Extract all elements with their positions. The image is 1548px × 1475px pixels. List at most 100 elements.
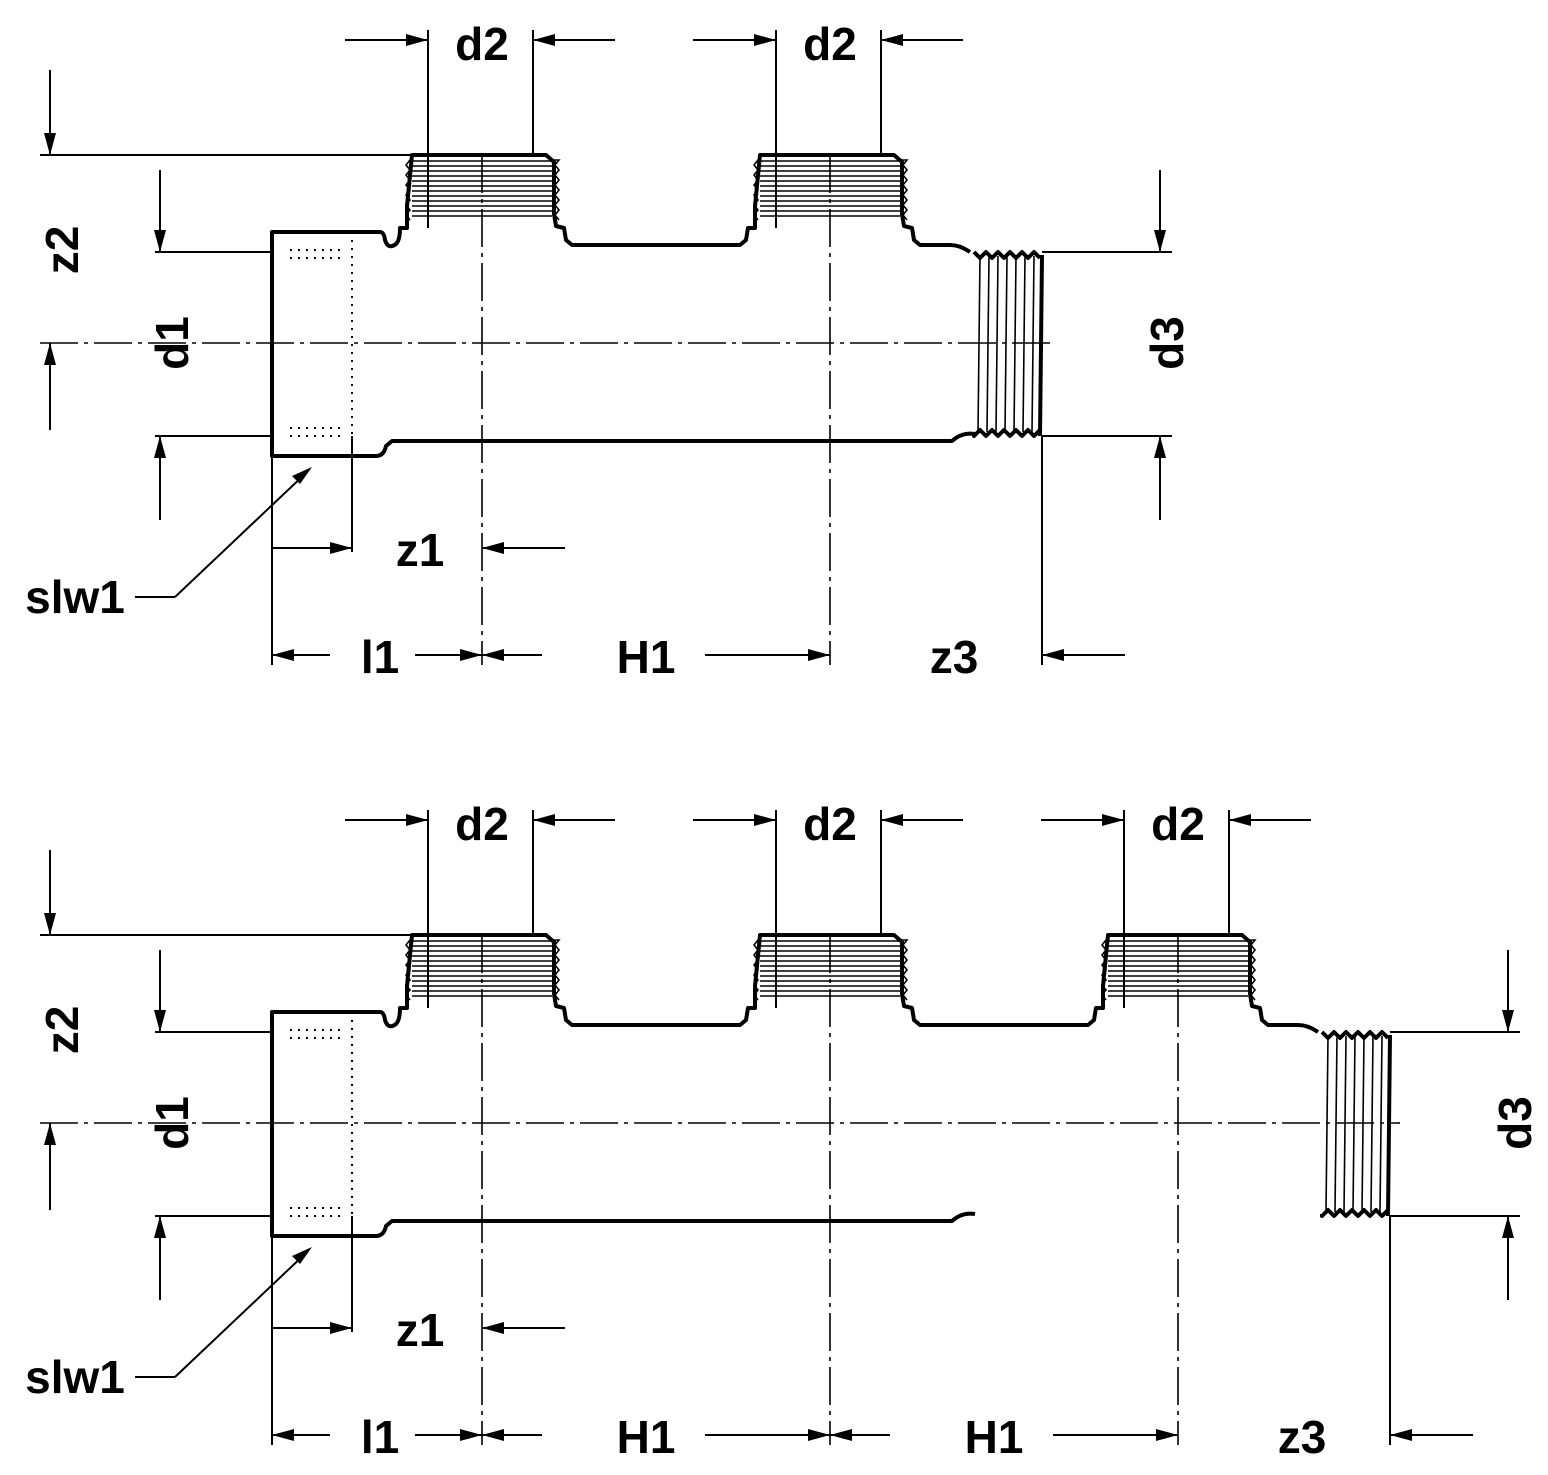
thread-profile [972,250,1042,260]
arrowhead-icon [272,649,294,661]
leader-line [174,472,307,598]
thread-profile [1100,939,1108,1001]
thread-line [1370,1035,1374,1213]
label-d3: d3 [1489,1096,1541,1150]
arrowhead-icon [1154,436,1166,458]
arrowhead-icon [460,649,482,661]
label-slw1: slw1 [25,571,125,623]
arrowhead-icon [1229,814,1251,826]
label-d2: d2 [455,18,509,70]
manifold-3-outlets: d2 d2 d2 z2 d1 d3 z1 slw1 l1 H1 H1 z3 [25,798,1541,1463]
arrowhead-icon [1102,814,1124,826]
arrowhead-icon [830,1429,852,1441]
label-z3: z3 [930,631,979,683]
arrowhead-icon [533,814,555,826]
label-H1: H1 [617,631,676,683]
thread-profile [752,159,760,221]
thread-line [1004,255,1008,433]
arrowhead-icon [44,133,56,155]
thread-profile [972,428,1042,438]
label-z1: z1 [396,524,445,576]
label-d2: d2 [803,18,857,70]
outlet-end-thread [1320,1030,1392,1218]
thread-line [1361,1035,1365,1213]
arrowhead-icon [154,230,166,252]
label-d3: d3 [1141,316,1193,370]
arrowhead-icon [808,649,830,661]
arrowhead-icon [754,814,776,826]
label-d1: d1 [146,1096,198,1150]
label-slw1: slw1 [25,1351,125,1403]
arrowhead-icon [881,34,903,46]
thread-line [1325,1035,1329,1213]
arrowhead-icon [754,34,776,46]
label-z2: z2 [36,1006,88,1055]
label-d2: d2 [455,798,509,850]
thread-profile [1320,1030,1390,1040]
thread-profile [1248,939,1257,1001]
label-d2: d2 [803,798,857,850]
thread-line [1022,255,1026,433]
arrowhead-icon [1502,1010,1514,1032]
thread-line [1031,255,1035,433]
label-d1: d1 [146,316,198,370]
arrowhead-icon [154,1010,166,1032]
manifold-2-outlets: d2 d2 z2 d1 d3 z1 slw1 l1 H1 z3 [25,18,1193,683]
label-H1: H1 [617,1411,676,1463]
thread-line [986,255,990,433]
thread-profile [752,939,760,1001]
thread-line [1334,1035,1338,1213]
thread-line [977,255,981,433]
arrowhead-icon [1390,1429,1412,1441]
outlet-end-thread [972,250,1044,438]
arrowhead-icon [881,814,903,826]
arrowhead-icon [482,649,504,661]
arrowhead-icon [406,814,428,826]
thread-line [995,255,999,433]
arrowhead-icon [44,343,56,365]
thread-end [1386,1034,1392,1217]
leader-line [174,1252,307,1378]
body-top-outline [379,153,972,254]
arrowhead-icon [406,34,428,46]
arrowhead-icon [1156,1429,1178,1441]
label-z3: z3 [1278,1411,1327,1463]
arrowhead-icon [154,1216,166,1238]
arrowhead-icon [1154,230,1166,252]
socket-outline [270,1010,976,1238]
arrowhead-icon [330,1322,352,1334]
thread-profile [404,939,412,1001]
arrowhead-icon [482,1429,504,1441]
thread-line [1379,1035,1383,1213]
thread-profile [900,159,909,221]
body-top-outline [379,933,1320,1034]
label-l1: l1 [361,631,399,683]
thread-profile [552,159,561,221]
thread-line [1343,1035,1347,1213]
thread-profile [1320,1208,1390,1218]
arrowhead-icon [460,1429,482,1441]
label-z2: z2 [36,226,88,275]
arrowhead-icon [44,913,56,935]
thread-profile [404,159,412,221]
label-z1: z1 [396,1304,445,1356]
arrowhead-icon [1042,649,1064,661]
arrowhead-icon [1502,1216,1514,1238]
arrowhead-icon [533,34,555,46]
arrowhead-icon [292,1247,312,1264]
arrowhead-icon [482,542,504,554]
thread-profile [552,939,561,1001]
arrowhead-icon [292,467,312,484]
label-l1: l1 [361,1411,399,1463]
arrowhead-icon [154,436,166,458]
thread-profile [900,939,909,1001]
thread-end [1038,254,1044,437]
arrowhead-icon [44,1123,56,1145]
label-H1: H1 [965,1411,1024,1463]
arrowhead-icon [482,1322,504,1334]
arrowhead-icon [272,1429,294,1441]
thread-line [1352,1035,1356,1213]
socket-outline [270,230,976,458]
label-d2: d2 [1151,798,1205,850]
